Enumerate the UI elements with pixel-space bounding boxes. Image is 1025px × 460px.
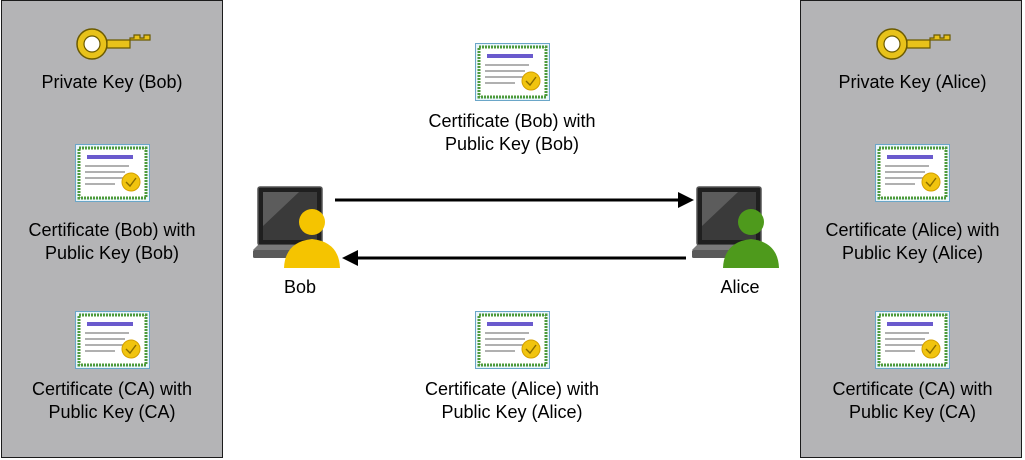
alice-user-label: Alice (720, 277, 760, 297)
bob-keystore-panel (1, 0, 223, 458)
bob-own-cert-label: Certificate (Bob) with Public Key (Bob) (28, 220, 196, 263)
alice-cert-in-transit-label: Certificate (Alice) with Public Key (Ali… (424, 379, 600, 422)
bob-user-label: Bob (283, 277, 317, 297)
bob-private-key-label: Private Key (Bob) (41, 72, 183, 92)
bob-ca-cert-label: Certificate (CA) with Public Key (CA) (31, 379, 193, 422)
alice-private-key-label: Private Key (Alice) (838, 72, 987, 92)
alice-to-bob-arrowhead (342, 250, 358, 266)
certificate-icon (875, 144, 950, 202)
certificate-icon (75, 311, 150, 369)
key-icon (874, 24, 954, 64)
alice-keystore-panel (800, 0, 1022, 458)
alice-own-cert-label: Certificate (Alice) with Public Key (Ali… (825, 220, 1000, 263)
alice-ca-cert-label: Certificate (CA) with Public Key (CA) (832, 379, 993, 422)
bob-cert-in-transit-label: Certificate (Bob) with Public Key (Bob) (428, 111, 596, 154)
certificate-icon (875, 311, 950, 369)
key-icon (74, 24, 154, 64)
laptop-user-icon (253, 186, 340, 270)
certificate-icon (475, 43, 550, 101)
certificate-icon (75, 144, 150, 202)
laptop-user-icon (692, 186, 779, 270)
certificate-icon (475, 311, 550, 369)
bob-to-alice-arrowhead (678, 192, 694, 208)
